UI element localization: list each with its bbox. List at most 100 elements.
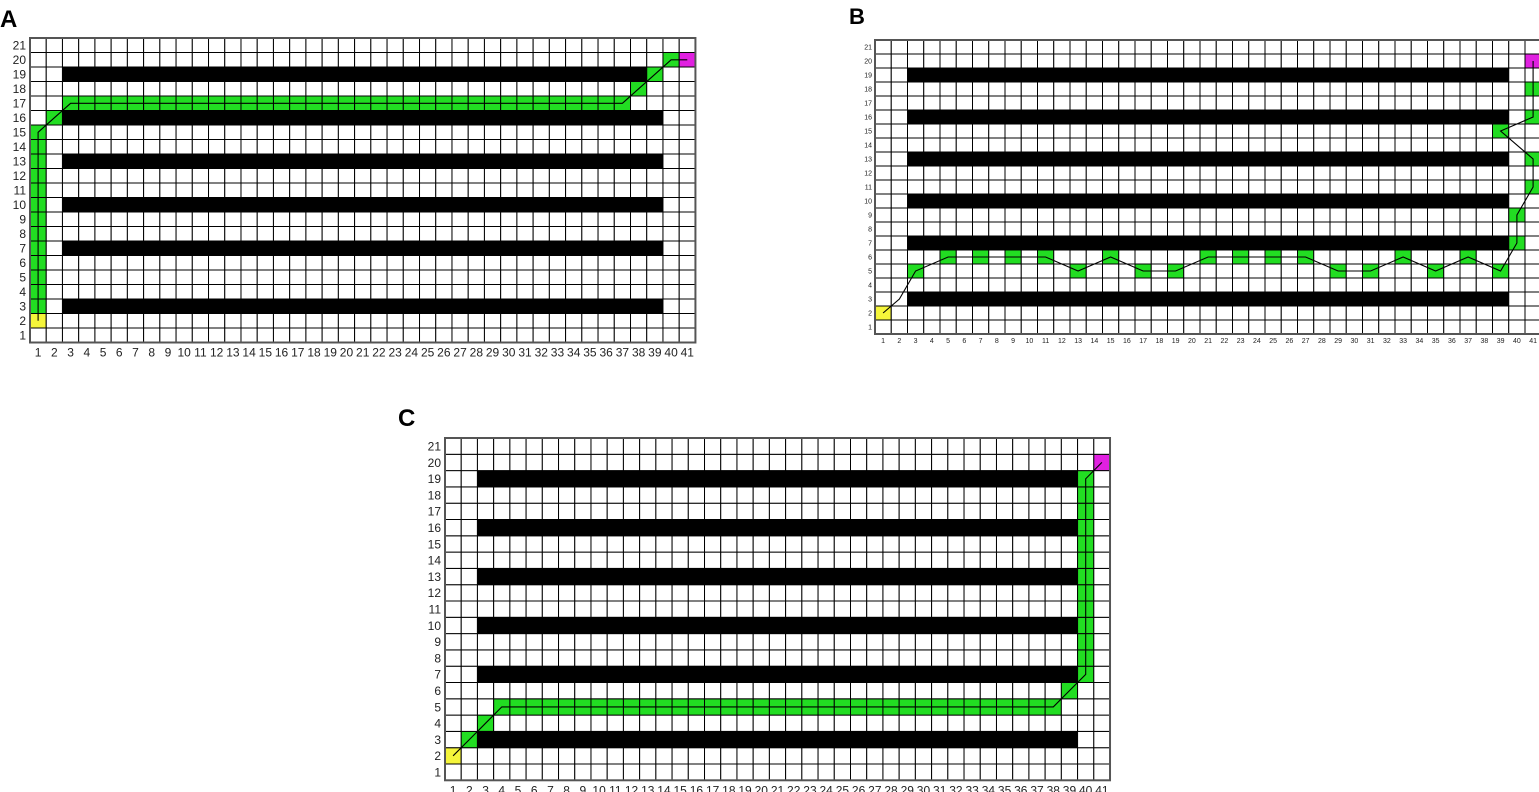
free-cell	[914, 763, 933, 781]
obstacle-cell	[1394, 193, 1412, 209]
free-cell	[662, 139, 680, 155]
free-cell	[907, 165, 925, 181]
free-cell	[565, 37, 583, 53]
obstacle-cell	[655, 567, 673, 586]
free-cell	[1378, 39, 1396, 55]
obstacle-cell	[1028, 567, 1046, 586]
obstacle-cell	[532, 197, 550, 213]
x-tick-label: 33	[965, 783, 979, 792]
free-cell	[923, 123, 941, 139]
x-tick-label: 5	[515, 783, 522, 792]
free-cell	[337, 284, 356, 300]
free-cell	[639, 747, 657, 765]
obstacle-cell	[914, 519, 933, 537]
obstacle-cell	[736, 470, 754, 488]
free-cell	[451, 226, 469, 242]
free-cell	[1093, 437, 1111, 455]
obstacle-cell	[1044, 567, 1062, 586]
free-cell	[321, 124, 339, 140]
free-cell	[613, 139, 632, 155]
free-cell	[1134, 277, 1152, 293]
free-cell	[662, 153, 680, 169]
obstacle-cell	[305, 66, 323, 82]
obstacle-cell	[613, 66, 632, 82]
obstacle-cell	[574, 616, 592, 635]
obstacle-cell	[256, 66, 274, 82]
free-cell	[1167, 179, 1185, 195]
obstacle-cell	[801, 730, 819, 749]
obstacle-cell	[907, 67, 925, 83]
free-cell	[460, 486, 478, 504]
free-cell	[671, 747, 689, 765]
free-cell	[256, 255, 274, 271]
free-cell	[1297, 263, 1315, 279]
free-cell	[1085, 207, 1103, 223]
free-cell	[1492, 53, 1510, 69]
free-cell	[208, 182, 226, 198]
obstacle-cell	[509, 730, 527, 749]
free-cell	[1232, 221, 1250, 237]
free-cell	[1280, 95, 1298, 111]
free-cell	[444, 763, 462, 781]
free-cell	[467, 313, 485, 329]
obstacle-cell	[914, 665, 933, 684]
free-cell	[1313, 319, 1331, 335]
obstacle-cell	[1345, 109, 1363, 125]
obstacle-cell	[1345, 291, 1363, 307]
free-cell	[509, 763, 527, 781]
free-cell	[947, 633, 965, 651]
free-cell	[1060, 763, 1079, 781]
obstacle-cell	[1475, 193, 1493, 209]
obstacle-cell	[1199, 109, 1217, 125]
free-cell	[1264, 39, 1282, 55]
free-cell	[1069, 123, 1087, 139]
x-tick-label: 1	[450, 783, 457, 792]
y-tick-label: 21	[864, 45, 872, 52]
obstacle-cell	[1069, 67, 1087, 83]
free-cell	[1028, 502, 1046, 520]
free-cell	[548, 313, 567, 329]
free-cell	[833, 747, 851, 765]
free-cell	[972, 179, 990, 195]
obstacle-cell	[532, 298, 550, 314]
y-tick-label: 20	[428, 456, 442, 470]
free-cell	[736, 600, 754, 618]
x-tick-label: 32	[949, 783, 963, 792]
free-cell	[1297, 207, 1315, 223]
free-cell	[907, 179, 925, 195]
free-cell	[272, 211, 291, 227]
free-cell	[581, 226, 599, 242]
x-tick-label: 24	[819, 783, 833, 792]
free-cell	[1475, 165, 1493, 181]
free-cell	[548, 37, 567, 53]
y-tick-label: 5	[434, 700, 441, 714]
free-cell	[606, 437, 624, 455]
free-cell	[444, 682, 462, 700]
free-cell	[1329, 277, 1347, 293]
free-cell	[558, 747, 576, 765]
obstacle-cell	[574, 470, 592, 488]
free-cell	[817, 747, 835, 765]
free-cell	[541, 584, 560, 602]
free-cell	[541, 437, 560, 455]
free-cell	[1060, 747, 1079, 765]
obstacle-cell	[1475, 109, 1493, 125]
free-cell	[1492, 39, 1510, 55]
obstacle-cell	[1150, 109, 1168, 125]
obstacle-cell	[467, 110, 485, 126]
free-cell	[305, 255, 323, 271]
x-tick-label: 7	[979, 338, 983, 345]
obstacle-cell	[558, 665, 576, 684]
x-tick-label: 26	[852, 783, 866, 792]
obstacle-cell	[736, 730, 754, 749]
free-cell	[720, 584, 738, 602]
x-tick-label: 11	[609, 783, 622, 792]
obstacle-cell	[1313, 193, 1331, 209]
y-tick-label: 17	[13, 97, 27, 111]
free-cell	[613, 269, 632, 285]
free-cell	[1459, 277, 1477, 293]
free-cell	[1394, 207, 1412, 223]
obstacle-cell	[1297, 235, 1315, 251]
obstacle-cell	[370, 153, 388, 169]
